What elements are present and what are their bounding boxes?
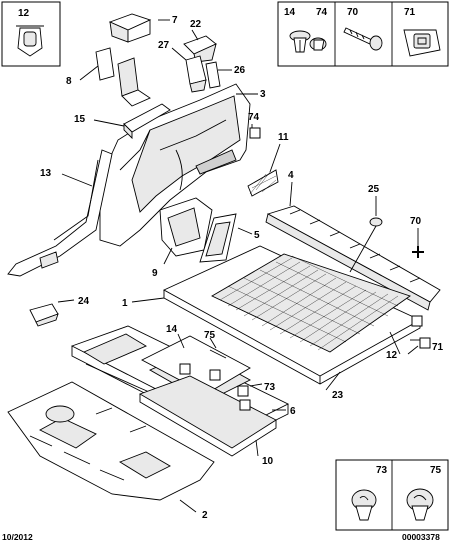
label-11: 11 [278, 132, 289, 143]
trim-strip-15 [123, 103, 171, 140]
net-bag-11 [247, 169, 279, 197]
inset-label-73: 73 [376, 465, 388, 476]
clip-73-icon [351, 489, 377, 521]
label-8: 8 [66, 76, 72, 87]
inset-label-75: 75 [430, 465, 442, 476]
label-4: 4 [288, 170, 294, 181]
bracket-27 [185, 55, 207, 93]
clip-12-icon [16, 25, 44, 57]
inset-label-74: 74 [316, 7, 328, 18]
bracket-26 [205, 61, 221, 89]
inset-fasteners-bottom: 73 75 [335, 459, 449, 531]
label-14: 14 [166, 324, 178, 335]
floor-carpet-2 [7, 381, 215, 501]
rivet-74-icon [309, 37, 327, 51]
label-23: 23 [332, 390, 344, 401]
push-clip-14-icon [289, 30, 311, 53]
screw-70-icon [343, 27, 383, 51]
inset-label-14: 14 [284, 7, 296, 18]
clip-75-icon [406, 488, 434, 521]
label-74: 74 [248, 112, 260, 123]
callout-labels: 7 22 27 26 8 3 74 15 11 13 4 25 70 5 9 1… [40, 15, 444, 521]
label-13: 13 [40, 168, 52, 179]
label-70: 70 [410, 216, 422, 227]
label-15: 15 [74, 114, 86, 125]
quarter-trim-panel-3 [99, 83, 251, 247]
label-71: 71 [432, 342, 444, 353]
label-75: 75 [204, 330, 216, 341]
bracket-7 [108, 13, 152, 43]
label-6: 6 [290, 406, 296, 417]
tray-10 [138, 375, 277, 457]
label-27: 27 [158, 40, 170, 51]
label-9: 9 [152, 268, 158, 279]
label-3: 3 [260, 89, 266, 100]
pillar-trim-13 [7, 149, 113, 277]
label-25: 25 [368, 184, 380, 195]
label-26: 26 [234, 65, 246, 76]
inset-part-12: 12 [1, 1, 61, 67]
callout-boxes [179, 127, 431, 411]
label-7: 7 [172, 15, 178, 26]
label-24: 24 [78, 296, 90, 307]
label-1: 1 [122, 298, 128, 309]
footer-reference: 00003378 [402, 532, 440, 542]
inset-label-70: 70 [347, 7, 359, 18]
label-73: 73 [264, 382, 276, 393]
cover-5 [199, 213, 237, 263]
clip-25 [349, 217, 383, 273]
bracket-8 [95, 47, 151, 107]
footer-date: 10/2012 [2, 532, 33, 542]
inset-label-12: 12 [18, 8, 30, 19]
clip-71-icon [403, 29, 441, 57]
inset-fasteners: 14 74 70 71 [277, 1, 449, 67]
label-10: 10 [262, 456, 274, 467]
label-22: 22 [190, 19, 202, 30]
side-pocket-9 [159, 197, 213, 257]
luggage-rail-4 [265, 205, 441, 311]
label-5: 5 [254, 230, 260, 241]
clip-24 [29, 303, 59, 327]
label-2: 2 [202, 510, 208, 521]
cargo-net-23 [211, 253, 411, 353]
label-12: 12 [386, 350, 398, 361]
inset-label-71: 71 [404, 7, 416, 18]
